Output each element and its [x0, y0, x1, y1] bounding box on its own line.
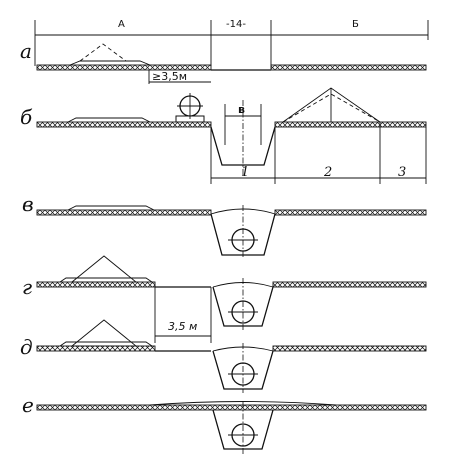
row-b: б в 1 2 3 [20, 87, 427, 184]
row-a-ground-left [36, 64, 212, 71]
row-a: а ≥3,5м [20, 39, 427, 84]
row-v-ground-right [274, 209, 427, 216]
row-g-dim-label: 3,5 м [168, 320, 197, 333]
row-b-seg-2: 2 [323, 165, 332, 180]
row-v-bank [67, 205, 155, 211]
row-e-label: е [22, 393, 34, 417]
row-b-bank [67, 117, 151, 123]
row-e: е [22, 393, 427, 455]
row-a-bank [69, 60, 151, 66]
row-g-ground-left [36, 281, 156, 288]
row-e-ground [36, 404, 427, 411]
row-d-soil-pile [70, 319, 138, 347]
row-d-ground-left [36, 345, 156, 352]
row-b-seg-1: 1 [241, 165, 249, 180]
row-d-ground-right [272, 345, 427, 352]
row-d-label: д [20, 335, 33, 359]
zone-a-label: А [118, 19, 125, 30]
row-v: в [22, 192, 427, 258]
row-b-ground-right [274, 121, 427, 128]
row-d-bank [59, 341, 153, 347]
row-a-dim-label: ≥3,5м [152, 70, 187, 83]
row-v-label: в [22, 192, 34, 216]
row-b-spoil-pile [282, 87, 381, 123]
row-g-ground-right [272, 281, 427, 288]
row-b-trench [210, 126, 276, 166]
row-g-label: г [22, 275, 32, 299]
zone-b-label: Б [352, 19, 359, 30]
row-g-bank [59, 277, 153, 283]
row-v-ground-left [36, 209, 212, 216]
row-b-label: б [20, 105, 33, 129]
row-d: д [20, 319, 427, 393]
row-a-label: а [20, 39, 32, 63]
row-a-future-pile [79, 43, 127, 62]
width-14-label: -14- [226, 19, 246, 30]
row-b-dim-b-label: в [238, 103, 245, 116]
row-b-spoil-pile-inner [282, 93, 381, 123]
row-g: г 3,5 м [22, 255, 427, 343]
row-b-ground-left [36, 121, 212, 128]
row-g-soil-pile [70, 255, 138, 283]
row-e-restored-surface [149, 401, 337, 406]
row-b-seg-3: 3 [398, 165, 406, 180]
row-a-ground-right [270, 64, 427, 71]
header-dimensions: А -14- Б [34, 19, 429, 66]
